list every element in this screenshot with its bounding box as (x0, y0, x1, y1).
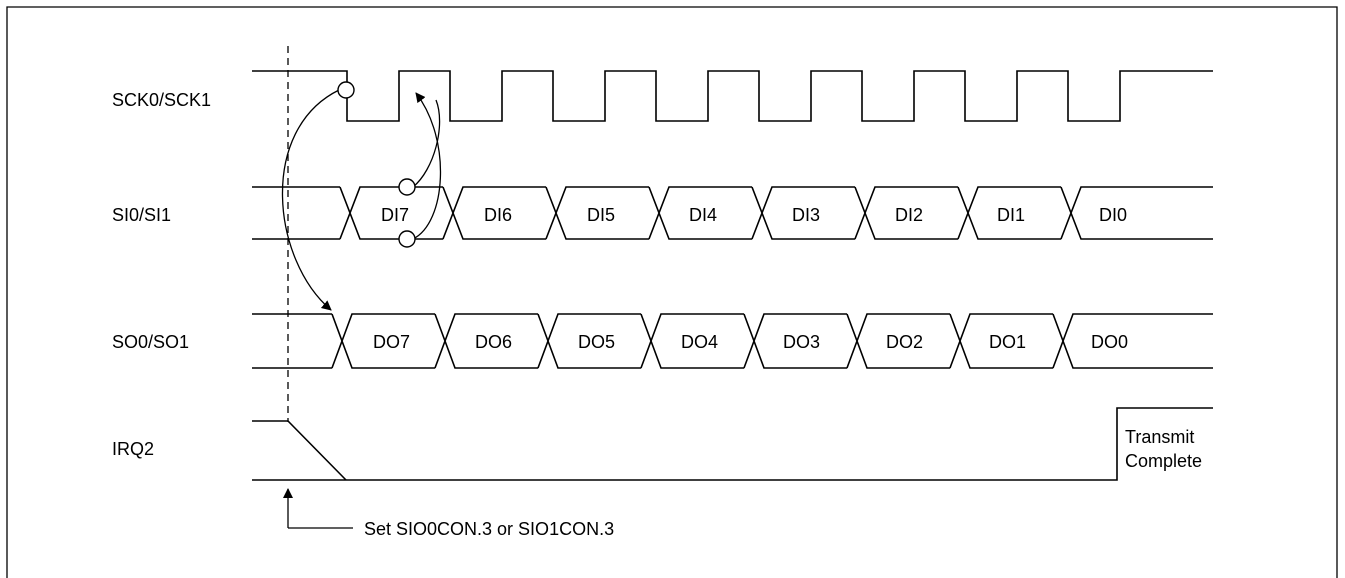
sample-edge-curve (412, 92, 442, 240)
si-bit-label: DI1 (997, 205, 1025, 225)
so-bit-label: DO4 (681, 332, 718, 352)
so-bit-label: DO0 (1091, 332, 1128, 352)
so-bit-label: DO7 (373, 332, 410, 352)
so-bit-label: DO1 (989, 332, 1026, 352)
set-note-label: Set SIO0CON.3 or SIO1CON.3 (364, 519, 614, 539)
si-bit-label: DI4 (689, 205, 717, 225)
irq-waveform-low (252, 407, 1213, 481)
transmit-complete-label: Complete (1125, 451, 1202, 471)
si-bus-waveform (252, 186, 1213, 240)
si-bit-label: DI2 (895, 205, 923, 225)
transmit-complete-label: Transmit (1125, 427, 1194, 447)
si-bus (252, 186, 1213, 240)
so-bit-label: DO3 (783, 332, 820, 352)
sck-label: SCK0/SCK1 (112, 90, 211, 110)
si-bit-label: DI0 (1099, 205, 1127, 225)
so-label: SO0/SO1 (112, 332, 189, 352)
sck-waveform (252, 70, 1213, 122)
so-bit-label: DO5 (578, 332, 615, 352)
so-bit-label: DO6 (475, 332, 512, 352)
irq-waveform (252, 420, 347, 481)
sample-edge-curve (412, 99, 441, 188)
si-bit-label: DI3 (792, 205, 820, 225)
frame-border (6, 6, 1338, 578)
si-bit-label: DI5 (587, 205, 615, 225)
si-bit-label: DI6 (484, 205, 512, 225)
sample-point-circle (398, 230, 416, 248)
irq-label: IRQ2 (112, 439, 154, 459)
shift-edge-curve (281, 89, 340, 311)
shift-point-circle (337, 81, 355, 99)
so-bus-waveform (252, 313, 1213, 369)
si-bit-label: DI7 (381, 205, 409, 225)
si-label: SI0/SI1 (112, 205, 171, 225)
sample-point-circle (398, 178, 416, 196)
so-bus (252, 313, 1213, 369)
so-bit-label: DO2 (886, 332, 923, 352)
